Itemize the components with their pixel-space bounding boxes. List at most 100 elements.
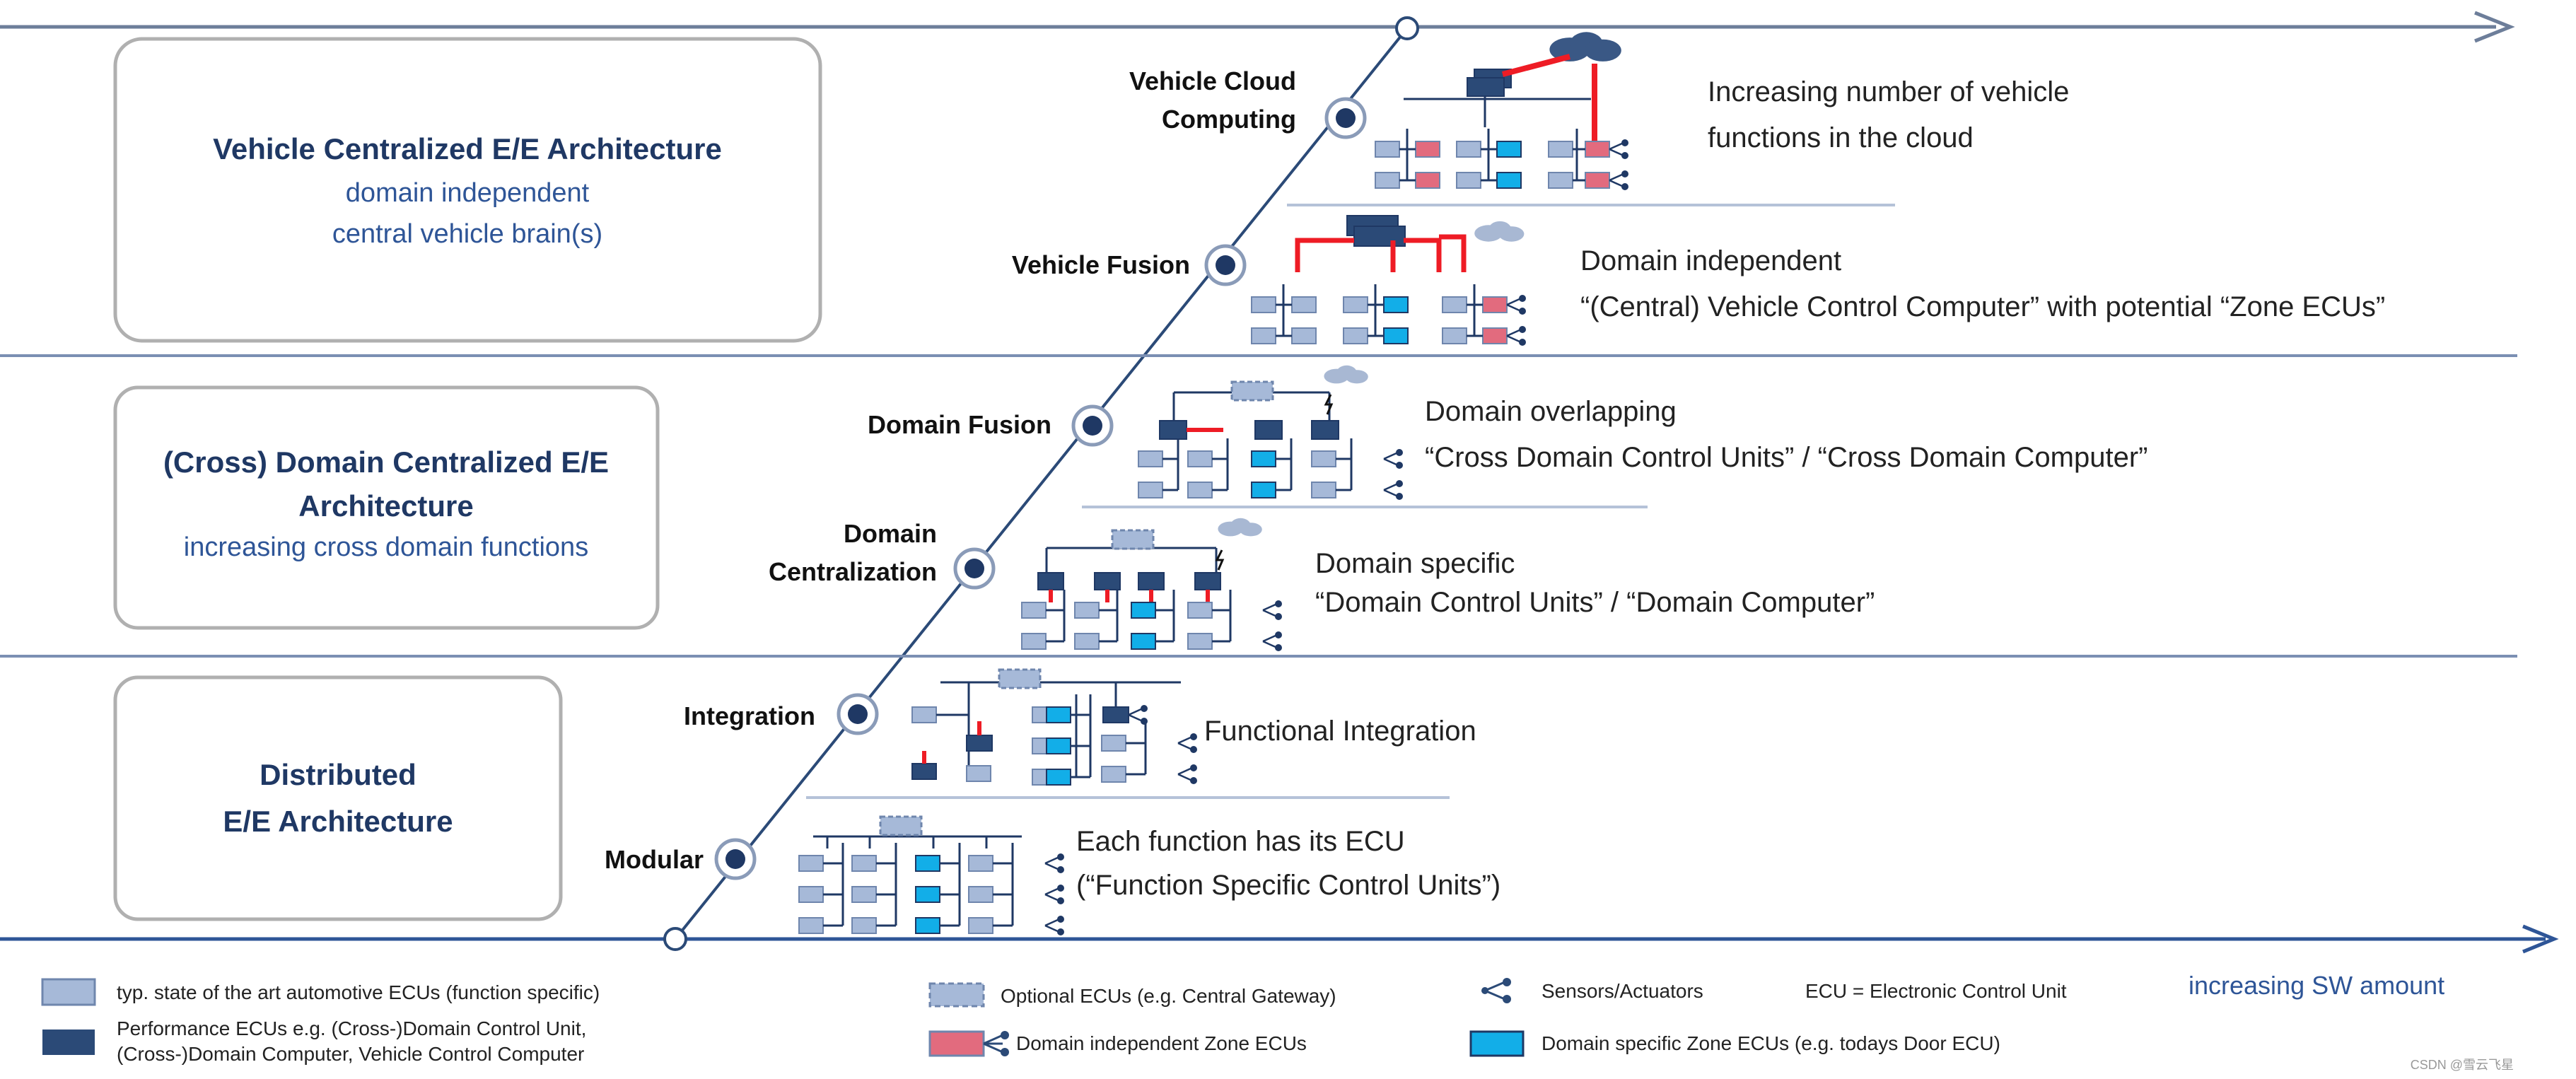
ecu-box (1074, 633, 1100, 650)
stage-description: Domain independent“(Central) Vehicle Con… (1580, 245, 2385, 322)
sensor-actuator-icon (1262, 631, 1282, 651)
wireless-icon (1215, 549, 1225, 571)
architecture-labels: Vehicle Centralized E/E Architecture doma… (163, 132, 722, 838)
sensor-actuator-icon (1609, 139, 1628, 159)
sensor-dot (1190, 746, 1197, 753)
sensor-dot (1519, 339, 1526, 346)
stage-node (714, 838, 757, 880)
sensor-dot (1275, 613, 1282, 620)
legend-perf-ecu-line: (Cross-)Domain Computer, Vehicle Control… (117, 1043, 584, 1065)
connection-line (1177, 766, 1193, 776)
connection-line (1383, 482, 1399, 491)
ecu-box (1291, 327, 1317, 344)
architecture-subtitle-line: domain independent (346, 178, 590, 208)
ecu-box (911, 763, 937, 780)
stage-label: Modular (605, 845, 704, 874)
performance-ecu-box (1311, 420, 1339, 440)
architecture-box (113, 37, 822, 343)
illustration-vehicle-cloud-computing (1375, 32, 1628, 190)
architecture-subtitle-line: central vehicle brain(s) (332, 219, 602, 249)
sensor-dot (1621, 152, 1628, 159)
stage-node-dot (848, 704, 868, 724)
legend: typ. state of the art automotive ECUs (f… (41, 978, 2067, 1065)
sensor-actuator-icon (1506, 326, 1526, 346)
connection-line (1506, 297, 1522, 306)
sensor-actuator-icon (1609, 170, 1628, 190)
ecu-box (798, 886, 824, 903)
wireless-icon (1324, 394, 1334, 415)
ecu-box (1251, 296, 1276, 313)
legend-std-ecu-label: typ. state of the art automotive ECUs (f… (117, 981, 600, 1003)
performance-ecu-box (1138, 572, 1165, 590)
legend-domain-zone-ecu-label: Domain specific Zone ECUs (e.g. todays D… (1541, 1032, 2000, 1054)
illustration-domain-fusion (1138, 365, 1403, 500)
sensor-dot (1396, 449, 1403, 456)
ecu-box (851, 855, 877, 872)
sensor-actuator-icon (1262, 600, 1282, 620)
connection-line (1128, 707, 1143, 716)
legend-optional-ecu-swatch (928, 982, 985, 1008)
sensor-dot (1519, 295, 1526, 302)
connection-line (1609, 173, 1624, 182)
ecu-box (968, 917, 993, 934)
bottom-axis-arrowhead (2522, 924, 2559, 954)
connection-line (1383, 457, 1399, 467)
ecu-box (1343, 296, 1368, 313)
performance-ecu-box (1353, 226, 1406, 247)
stage-description: Each function has its ECU(“Function Spec… (1076, 826, 1500, 901)
sensor-dot (1141, 705, 1148, 712)
sensor-dot (1057, 885, 1064, 892)
stage-description-line: functions in the cloud (1708, 122, 1974, 153)
connection-line (1044, 887, 1060, 896)
architecture-subtitle-line: increasing cross domain functions (184, 532, 588, 562)
ecu-box (851, 917, 877, 934)
performance-ecu-box (1159, 420, 1187, 440)
architecture-title: Vehicle Centralized E/E Architecture (213, 132, 722, 165)
connection-line (1177, 735, 1193, 745)
connection-line (1383, 451, 1399, 460)
ecu-box (1131, 633, 1156, 650)
ecu-box (1046, 706, 1071, 723)
watermark: CSDN @雪云飞星 (2411, 1058, 2514, 1072)
stage-node (1324, 97, 1367, 139)
ecu-box (1187, 633, 1213, 650)
sensor-dot (1057, 897, 1064, 904)
connection-line (1262, 634, 1278, 643)
stage-node-dot (964, 559, 984, 578)
stage-description: Functional Integration (1204, 716, 1476, 747)
performance-ecu-box (966, 735, 993, 752)
ecu-box (1131, 602, 1156, 619)
sensor-actuator-icon (1177, 733, 1197, 753)
cloud-icon (1324, 365, 1368, 384)
sensor-dot (1396, 462, 1403, 469)
connection-line (1044, 893, 1060, 902)
ecu-box (1482, 327, 1508, 344)
ecu-box (1074, 602, 1100, 619)
ecu-box (1585, 141, 1610, 158)
stage-label-line: Vehicle Fusion (1012, 250, 1190, 279)
architecture-boxes (113, 37, 822, 921)
sensor-dot (1519, 326, 1526, 333)
connection-line (1383, 489, 1399, 498)
performance-ecu-box (1254, 420, 1283, 440)
stage-label-line: Vehicle Cloud (1129, 66, 1296, 95)
sensor-actuator-icon (1044, 853, 1064, 873)
connection-line (1609, 141, 1624, 151)
red-link (1295, 238, 1354, 272)
performance-ecu-box (1194, 572, 1221, 590)
performance-ecu-box (1102, 706, 1129, 723)
connection-line (1177, 742, 1193, 751)
connection-line (1609, 148, 1624, 157)
sensor-actuator-icon (1506, 295, 1526, 315)
ecu-box (798, 917, 824, 934)
legend-std-ecu-swatch (41, 978, 96, 1006)
stage-label: Integration (684, 701, 815, 730)
ecu-box (1375, 141, 1400, 158)
connection-line (1044, 856, 1060, 865)
sensor-actuator-icon (1044, 916, 1064, 935)
connection-line (1262, 640, 1278, 649)
illustration-modular (798, 815, 1064, 935)
